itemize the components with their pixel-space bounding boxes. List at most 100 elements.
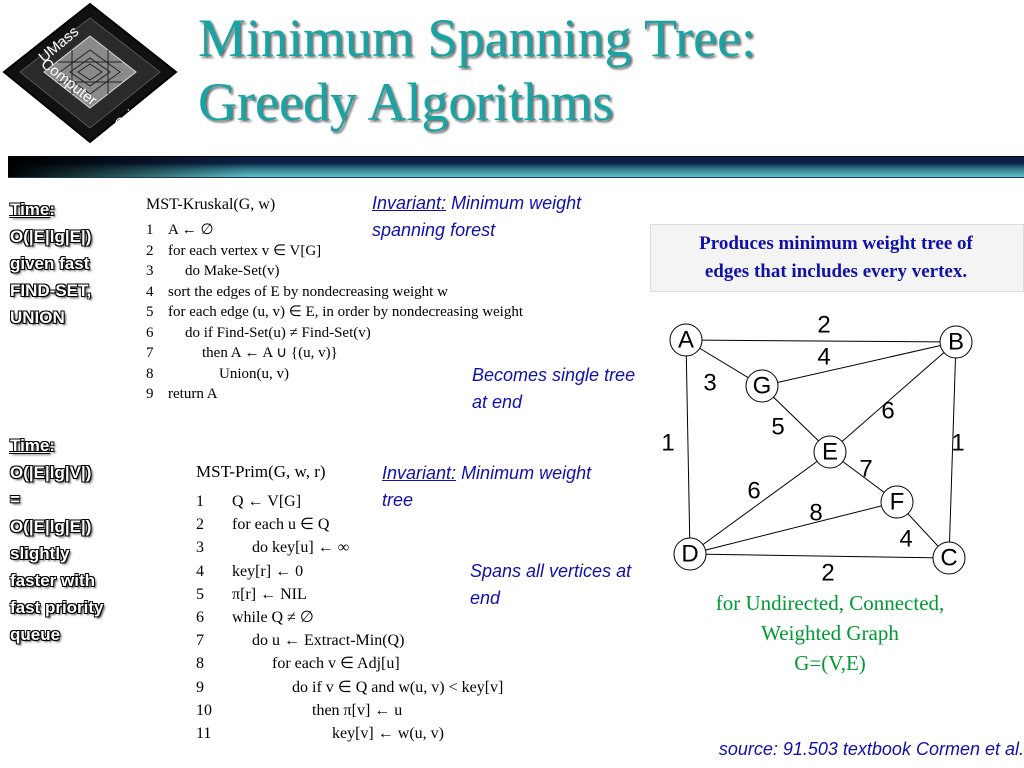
graph-vertex-g: G [745, 369, 779, 403]
vertex-label: C [940, 544, 957, 571]
graph-vertex-c: C [932, 541, 966, 575]
vertex-label: B [948, 328, 964, 355]
line-code: then A ← A ∪ {(u, v)} [202, 345, 338, 361]
vertex-circle [669, 323, 703, 357]
pseudocode-line: 1 Q ← V[G] [196, 490, 503, 513]
pseudocode-line: 6 while Q ≠ ∅ [196, 606, 503, 629]
pseudocode-line: 6 do if Find-Set(u) ≠ Find-Set(v) [146, 323, 523, 344]
graph-vertex-e: E [813, 435, 847, 469]
line-code: then π[v] ← u [312, 701, 403, 719]
line-number: 9 [146, 386, 154, 402]
graph-edge-g-b [761, 341, 957, 387]
line-code: for each vertex v ∈ V[G] [168, 242, 322, 259]
prim-time-colon: : [49, 436, 56, 455]
graph-edge-d-e [689, 451, 831, 555]
graph-edge-a-b [685, 339, 957, 343]
line-code: do if Find-Set(u) ≠ Find-Set(v) [185, 324, 371, 341]
edge-weight-label: 4 [899, 525, 912, 552]
edge-weight-label: 1 [951, 429, 964, 456]
edge-weight-label: 7 [859, 455, 872, 482]
prim-time-line: faster with [10, 571, 96, 590]
kruskal-invariant-text: Minimum weight spanning forest [372, 193, 582, 240]
line-number: 5 [196, 585, 204, 603]
prim-time-line: slightly [10, 544, 70, 563]
line-code: Q ← V[G] [232, 493, 302, 510]
line-number: 10 [196, 701, 212, 719]
line-code: do if v ∈ Q and w(u, v) < key[v] [292, 678, 504, 696]
kruskal-time-line: O(|E|lg|E|) [10, 227, 92, 246]
line-number: 8 [146, 365, 154, 382]
line-number: 6 [146, 324, 154, 341]
umass-lowell-cs-logo: UMass Lowell Computer Science [2, 2, 178, 144]
line-code: while Q ≠ ∅ [232, 608, 314, 626]
line-number: 1 [146, 222, 154, 238]
line-code: for each u ∈ Q [232, 516, 330, 534]
kruskal-procedure-name: MST-Kruskal(G, w) [146, 196, 276, 213]
prim-end-note: Spans all vertices at end [470, 561, 632, 608]
prim-time-complexity: Time: O(|E|lg|V|) = O(|E|lg|E|) slightly… [10, 432, 140, 648]
prim-time-line: queue [10, 625, 61, 644]
graph-vertex-b: B [939, 325, 973, 359]
graph-edge-a-d [685, 339, 691, 555]
graph-vertex-a: A [669, 323, 703, 357]
vertex-circle [932, 541, 966, 575]
line-number: 1 [196, 493, 204, 510]
line-code: key[v] ← w(u, v) [332, 724, 444, 742]
line-code: π[r] ← NIL [232, 585, 307, 603]
line-code: do key[u] ← ∞ [252, 539, 350, 557]
edge-weight-label: 8 [809, 499, 822, 526]
prim-procedure-name: MST-Prim(G, w, r) [196, 462, 326, 481]
prim-time-line: fast priority [10, 598, 104, 617]
graph-edge-b-e [829, 341, 957, 453]
line-code: Union(u, v) [219, 365, 289, 382]
produces-box [650, 224, 1024, 292]
prim-time-line: = [10, 490, 20, 509]
produces-line-1: Produces minimum weight tree of [699, 233, 973, 254]
line-number: 6 [196, 608, 204, 626]
vertex-circle [880, 485, 914, 519]
kruskal-time-line: UNION [10, 308, 65, 327]
graph-caption-line-2: Weighted Graph [761, 621, 899, 645]
vertex-label: G [753, 372, 772, 399]
prim-invariant-note: Invariant: Minimum weight tree [382, 460, 602, 514]
kruskal-invariant-note: Invariant: Minimum weight spanning fores… [372, 190, 642, 244]
title-line-2: Greedy Algorithms [198, 72, 614, 132]
line-number: 3 [146, 263, 154, 279]
vertex-label: A [678, 326, 694, 353]
line-code: do Make-Set(v) [185, 263, 280, 279]
vertex-circle [673, 537, 707, 571]
edge-weight-label: 2 [821, 559, 834, 586]
graph-caption: for Undirected, Connected, Weighted Grap… [650, 588, 1010, 678]
edge-weight-label: 4 [817, 343, 830, 370]
kruskal-invariant-label: Invariant: [372, 193, 447, 213]
line-number: 4 [196, 562, 204, 580]
line-code: return A [168, 386, 218, 402]
pseudocode-line: 5 for each edge (u, v) ∈ E, in order by n… [146, 302, 523, 323]
edge-weight-label: 5 [771, 413, 784, 440]
vertex-circle [813, 435, 847, 469]
line-code: for each edge (u, v) ∈ E, in order by no… [168, 304, 524, 320]
line-code: for each v ∈ Adj[u] [272, 655, 400, 673]
slide-title: Minimum Spanning Tree: Greedy Algorithms [198, 6, 958, 134]
prim-invariant-text: Minimum weight tree [382, 463, 592, 510]
line-number: 5 [146, 304, 154, 320]
kruskal-time-line: FIND-SET, [10, 281, 92, 300]
source-citation: source: 91.503 textbook Cormen et al. [718, 739, 1024, 759]
graph-vertex-f: F [880, 485, 914, 519]
edge-weight-label: 2 [817, 311, 830, 338]
vertex-label: D [681, 540, 698, 567]
